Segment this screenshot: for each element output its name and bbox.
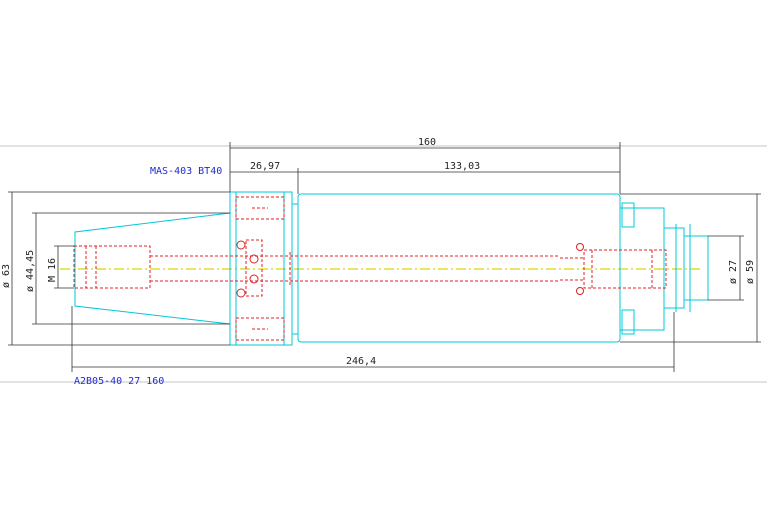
flange: [229, 191, 293, 346]
dim-dia-59: ø 59: [745, 260, 756, 284]
screw-6: [576, 287, 584, 295]
dim-dia-27: ø 27: [728, 260, 739, 284]
dimension-lines: [8, 142, 761, 372]
screw-1: [236, 240, 246, 250]
part-code-label: A2B05-40 27 160: [74, 376, 164, 387]
dim-133-03: 133,03: [444, 161, 480, 172]
dim-26-97: 26,97: [250, 161, 280, 172]
spec-label: MAS-403 BT40: [150, 166, 222, 177]
dim-dia-44-45: ø 44,45: [25, 250, 36, 292]
screw-4: [249, 274, 259, 284]
hidden-features: [73, 196, 667, 341]
dim-160: 160: [418, 137, 436, 148]
screw-3: [249, 254, 259, 264]
dim-dia-63: ø 63: [1, 264, 12, 288]
spindle-nose: [663, 227, 685, 309]
screw-5: [576, 243, 584, 251]
screw-2: [236, 288, 246, 298]
dim-m16: M 16: [47, 258, 58, 282]
thread-bore: [73, 245, 151, 289]
rear-collet: [583, 249, 667, 289]
main-body: [297, 193, 621, 343]
dim-246-4: 246,4: [346, 356, 376, 367]
tool-holder-outline: [74, 191, 709, 346]
